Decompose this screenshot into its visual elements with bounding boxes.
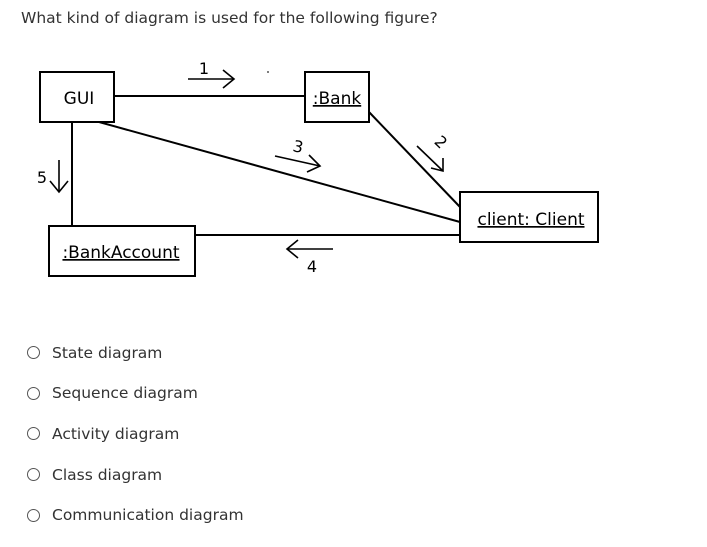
option-label: Sequence diagram <box>52 384 198 403</box>
answer-options: State diagram Sequence diagram Activity … <box>27 339 244 542</box>
message-4-label: 4 <box>307 257 317 276</box>
radio-icon[interactable] <box>27 386 40 400</box>
message-5-arrow-icon <box>49 160 69 194</box>
option-sequence-diagram[interactable]: Sequence diagram <box>27 380 244 407</box>
object-gui-label: GUI <box>64 89 95 109</box>
radio-icon[interactable] <box>27 468 40 482</box>
message-3-arrow-icon <box>274 154 322 173</box>
message-2-label: 2 <box>431 132 452 153</box>
link-gui-client <box>98 121 461 223</box>
message-4-arrow-icon <box>285 239 333 259</box>
option-state-diagram[interactable]: State diagram <box>27 339 244 366</box>
option-label: State diagram <box>52 343 163 362</box>
message-5-label: 5 <box>37 168 47 187</box>
radio-icon[interactable] <box>27 427 40 441</box>
option-label: Class diagram <box>52 465 163 484</box>
message-2-arrow-icon <box>416 145 444 173</box>
message-1-label: 1 <box>199 59 209 78</box>
message-1-arrow-icon <box>188 69 236 89</box>
question-text: What kind of diagram is used for the fol… <box>21 9 438 27</box>
object-client-box <box>459 191 599 243</box>
option-activity-diagram[interactable]: Activity diagram <box>27 420 244 447</box>
radio-icon[interactable] <box>27 346 40 359</box>
option-communication-diagram[interactable]: Communication diagram <box>27 502 244 529</box>
stray-dot <box>267 71 269 73</box>
link-bank-client <box>368 111 461 208</box>
option-class-diagram[interactable]: Class diagram <box>27 461 244 488</box>
object-bank-box <box>304 71 370 123</box>
option-label: Communication diagram <box>52 506 244 525</box>
communication-diagram: GUI :Bank client: Client :BankAccount 1 … <box>37 59 599 277</box>
radio-icon[interactable] <box>27 508 40 522</box>
object-gui-box <box>39 71 115 123</box>
object-client-label: client: Client <box>477 210 584 230</box>
message-3-label: 3 <box>291 136 305 157</box>
option-label: Activity diagram <box>52 424 180 443</box>
object-bankaccount-label: :BankAccount <box>62 243 179 263</box>
object-bank-label: :Bank <box>313 89 362 109</box>
object-bankaccount-box <box>48 225 196 277</box>
